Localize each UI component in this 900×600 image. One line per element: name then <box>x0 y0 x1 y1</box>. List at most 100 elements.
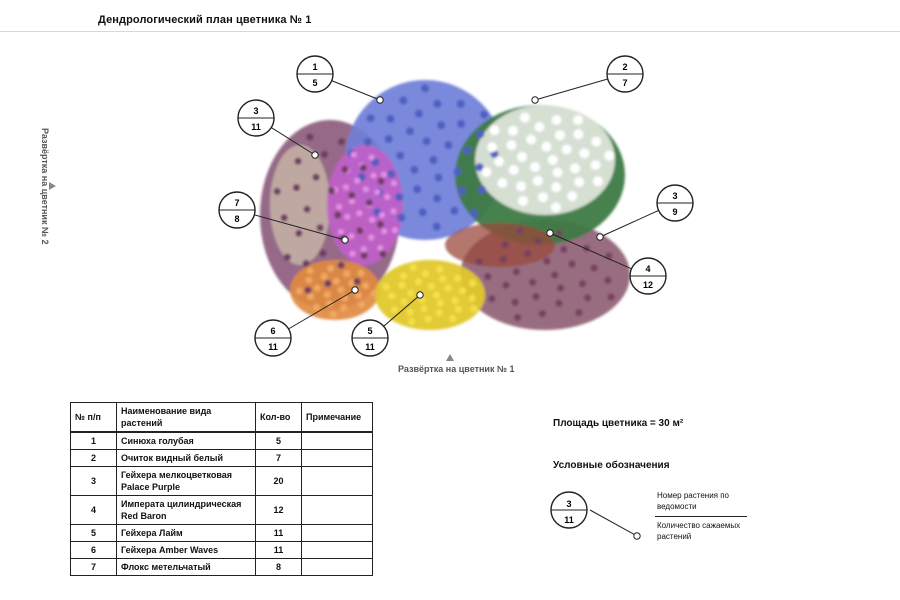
flower-dot <box>494 156 505 167</box>
flower-dot <box>391 227 398 234</box>
flower-dot <box>607 293 615 301</box>
flower-dot <box>365 199 373 207</box>
flower-dot <box>362 186 369 193</box>
row-number: 4 <box>70 495 117 525</box>
flower-dot <box>570 163 581 174</box>
flower-dot <box>537 192 548 203</box>
flower-dot <box>337 261 345 269</box>
flower-dot <box>356 210 363 217</box>
flowerbed-illustration <box>260 80 630 330</box>
flower-dot <box>432 222 441 231</box>
flower-dot <box>341 165 349 173</box>
row-note <box>301 558 373 576</box>
flower-dot <box>334 211 342 219</box>
row-quantity: 20 <box>255 466 302 496</box>
flower-dot <box>526 134 537 145</box>
flower-dot <box>391 306 398 314</box>
flower-dot <box>424 315 432 323</box>
flower-dot <box>573 129 584 140</box>
row-quantity: 12 <box>255 495 302 525</box>
flower-dot <box>444 284 452 292</box>
flower-dot <box>368 234 375 241</box>
flower-dot <box>470 209 479 218</box>
legend-number-caption: Номер растения по ведомости <box>657 491 729 511</box>
row-note <box>301 541 373 559</box>
table-row: 4 Императа цилиндрическая Red Baron 12 <box>70 495 373 525</box>
header-note: Примечание <box>301 402 373 433</box>
callout-pointer-dot <box>546 229 554 237</box>
flower-dot <box>574 177 585 188</box>
flower-dot <box>454 305 462 313</box>
row-quantity: 5 <box>255 431 302 450</box>
plant-callout: 412 <box>546 229 667 295</box>
amber-heuchera-zone <box>290 260 380 320</box>
flower-dot <box>427 282 435 290</box>
flower-dot <box>421 84 429 93</box>
row-note <box>301 431 373 450</box>
flower-dot <box>324 280 332 287</box>
flower-dot <box>415 278 422 286</box>
flower-dot <box>422 137 431 146</box>
callout-pointer-dot <box>351 286 359 294</box>
flower-dot <box>312 303 320 311</box>
flower-dot <box>449 315 457 322</box>
flower-dot <box>592 176 603 187</box>
flower-dot <box>354 292 362 299</box>
flower-dot <box>524 250 532 258</box>
plant-callout: 15 <box>296 55 384 104</box>
flower-dot <box>468 294 476 302</box>
flower-dot <box>295 287 303 295</box>
flower-dot <box>437 121 446 130</box>
flower-dot <box>552 167 563 178</box>
flower-dot <box>337 229 344 236</box>
flower-dot <box>303 205 311 213</box>
flower-dot <box>359 164 367 172</box>
row-plant-name: Очиток видный белый <box>116 449 256 467</box>
flower-dot <box>357 269 365 277</box>
callout-pointer-dot <box>311 151 319 159</box>
callout-plant-count: 8 <box>234 214 239 224</box>
flower-dot <box>579 280 586 288</box>
flower-dot <box>360 246 367 253</box>
flower-dot <box>516 181 526 192</box>
flower-dot <box>304 286 312 294</box>
callout-plant-count: 5 <box>312 78 317 88</box>
flower-dot <box>407 289 415 297</box>
callout-pointer-dot <box>596 233 604 241</box>
callout-plant-number: 3 <box>253 106 258 116</box>
plant-callout: 27 <box>531 55 644 104</box>
flower-dot <box>390 208 397 215</box>
row-plant-name: Синюха голубая <box>116 431 256 450</box>
plant-callout: 511 <box>351 291 424 357</box>
flower-dot <box>484 273 492 281</box>
flower-dot <box>384 135 393 143</box>
flower-dot <box>469 279 477 287</box>
flower-dot <box>338 138 345 146</box>
flower-dot <box>453 167 462 176</box>
flower-dot <box>354 177 361 184</box>
flower-dot <box>487 142 498 153</box>
flower-dot <box>517 151 527 162</box>
flower-dot <box>379 250 387 258</box>
flower-dot <box>480 110 489 119</box>
row-note <box>301 449 373 467</box>
callout-plant-count: 7 <box>622 78 627 88</box>
row-plant-name: Гейхера мелкоцветковая Palace Purple <box>116 466 256 496</box>
flower-dot <box>306 267 314 275</box>
flower-dot <box>313 284 321 292</box>
flower-dot <box>590 264 598 272</box>
flower-dot <box>320 273 328 280</box>
flower-dot <box>514 314 521 321</box>
flower-dot <box>312 173 320 181</box>
flower-dot <box>380 171 387 178</box>
flower-dot <box>396 151 405 160</box>
callout-plant-number: 1 <box>312 62 317 72</box>
page-title: Дендрологический план цветника № 1 <box>98 14 312 26</box>
flower-dot <box>508 165 519 175</box>
flower-dot <box>306 133 314 141</box>
row-quantity: 11 <box>255 541 302 559</box>
legend-title: Условные обозначения <box>553 460 670 471</box>
flower-dot <box>316 224 324 232</box>
